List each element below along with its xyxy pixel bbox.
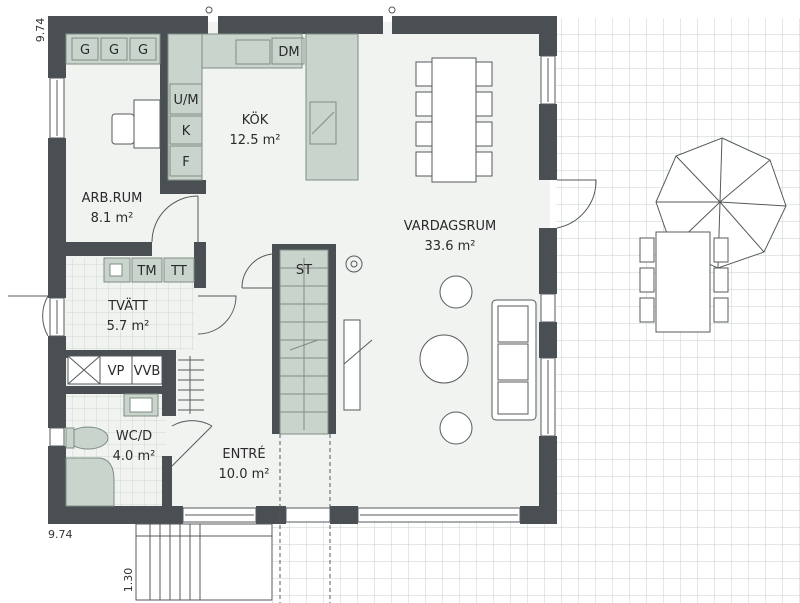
outer-walls: [48, 16, 557, 524]
fireplace: [343, 319, 373, 411]
label-st: ST: [296, 263, 312, 278]
dimension-labels: 9.74 9.74 1.30: [34, 18, 135, 593]
armchairs: [439, 275, 473, 445]
label-k: K: [182, 124, 191, 139]
label-g3: G: [138, 43, 148, 58]
utility-units: [67, 355, 163, 385]
coffee-table: [419, 334, 469, 384]
kitchen-counters: [65, 33, 359, 181]
wardrobe: [178, 356, 204, 414]
sofa: [491, 299, 537, 421]
room-wcd-name: WC/D: [116, 429, 152, 444]
room-arbrum-name: ARB.RUM: [82, 191, 143, 206]
ceiling-fixture: [345, 255, 363, 273]
laundry-fixtures: [103, 257, 195, 283]
room-tvatt-area: 5.7 m²: [107, 319, 150, 334]
label-tm: TM: [136, 264, 156, 279]
interior-walls: [66, 34, 336, 506]
entrance-steps: [135, 523, 273, 601]
room-labels: KÖK 12.5 m² ARB.RUM 8.1 m² VARDAGSRUM 33…: [82, 111, 497, 482]
wc-fixtures: [65, 393, 159, 507]
label-f: F: [182, 155, 189, 170]
dimension-top-left: 9.74: [34, 18, 47, 43]
patio-table: [639, 231, 729, 333]
room-vardagsrum-area: 33.6 m²: [425, 239, 476, 254]
label-vp: VP: [108, 364, 125, 379]
dining-table: [415, 57, 493, 183]
room-entre-area: 10.0 m²: [219, 467, 270, 482]
label-g2: G: [109, 43, 119, 58]
label-g1: G: [80, 43, 90, 58]
label-vvb: VVB: [134, 364, 161, 379]
room-arbrum-area: 8.1 m²: [91, 211, 134, 226]
label-dm: DM: [278, 45, 299, 60]
fixture-labels: G G G DM U/M K F TM TT ST VP VVB: [80, 43, 312, 379]
kitchen-stove: [235, 39, 271, 65]
room-vardagsrum-name: VARDAGSRUM: [404, 219, 497, 234]
dimension-steps: 1.30: [122, 568, 135, 593]
desk: [111, 99, 161, 149]
room-tvatt-name: TVÄTT: [107, 298, 148, 314]
dimension-bottom-left: 9.74: [48, 528, 73, 541]
label-tt: TT: [170, 264, 187, 279]
terrace: [272, 18, 800, 603]
room-kok-name: KÖK: [242, 111, 269, 128]
room-kok-area: 12.5 m²: [230, 133, 281, 148]
label-um: U/M: [173, 93, 198, 108]
room-entre-name: ENTRÉ: [222, 446, 265, 462]
room-wcd-area: 4.0 m²: [113, 449, 156, 464]
